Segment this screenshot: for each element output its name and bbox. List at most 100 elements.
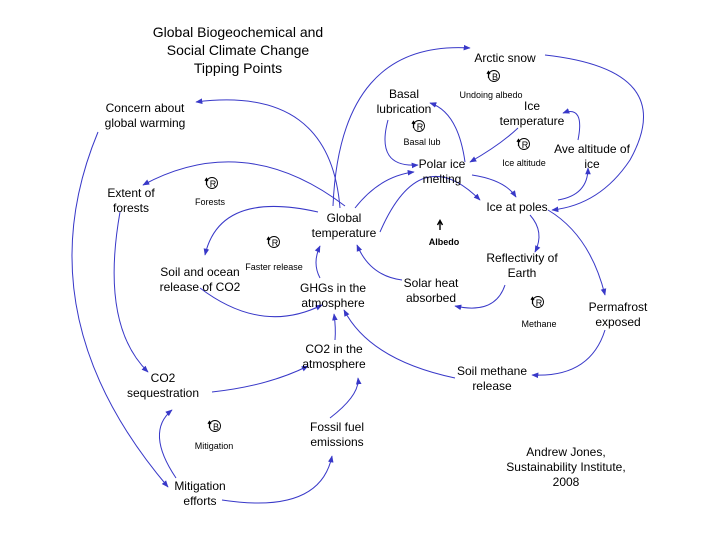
diagram-title: Global Biogeochemical and Social Climate… (153, 24, 323, 76)
link-globaltemp-to-iceatpoles-lower (379, 175, 481, 233)
link-reflectivity-to-solar (454, 284, 506, 311)
node-mitigation-efforts: Mitigation efforts (174, 479, 225, 508)
link-iceatpoles-to-permafrost (547, 209, 607, 296)
loop-ice-altitude: R Ice altitude (502, 137, 546, 168)
svg-text:Ice altitude: Ice altitude (502, 158, 546, 168)
link-polarice-to-basal (429, 102, 466, 163)
loop-faster-release: R Faster release (245, 235, 303, 272)
svg-text:melting: melting (423, 172, 462, 186)
loop-markers: B Undoing albedo R Basal lub R Ice altit… (195, 69, 557, 451)
svg-text:temperature: temperature (312, 226, 377, 240)
loop-undoing-albedo: B Undoing albedo (459, 69, 523, 100)
svg-text:Concern about: Concern about (106, 101, 185, 115)
node-reflectivity-of-earth: Reflectivity of Earth (486, 251, 558, 280)
svg-text:CO2 in the: CO2 in the (305, 342, 363, 356)
node-arctic-snow: Arctic snow (474, 51, 536, 65)
svg-text:Mitigation: Mitigation (174, 479, 225, 493)
svg-text:Polar ice: Polar ice (419, 157, 466, 171)
node-extent-of-forests: Extent of forests (107, 186, 155, 215)
svg-text:Undoing albedo: Undoing albedo (459, 90, 522, 100)
node-fossil-fuel-emissions: Fossil fuel emissions (310, 420, 364, 449)
link-globaltemp-to-forests (142, 161, 346, 207)
svg-text:absorbed: absorbed (406, 291, 456, 305)
svg-text:Global: Global (327, 211, 362, 225)
svg-text:R: R (210, 179, 217, 189)
svg-text:efforts: efforts (183, 494, 216, 508)
svg-text:ice: ice (584, 157, 600, 171)
link-arcticsnow-to-iceatpoles (544, 54, 645, 213)
svg-text:R: R (536, 298, 543, 308)
link-soilocean-to-ghgs (199, 287, 323, 318)
link-permafrost-to-soilmethane (531, 329, 606, 379)
link-soilmethane-to-ghgs (343, 309, 456, 379)
node-ice-temperature: Ice temperature (500, 99, 565, 128)
causal-links (71, 44, 645, 504)
link-concern-to-mitigation (71, 131, 169, 488)
svg-text:Albedo: Albedo (429, 237, 460, 247)
node-co2-in-atmosphere: CO2 in the atmosphere (302, 342, 366, 371)
node-solar-heat-absorbed: Solar heat absorbed (404, 276, 459, 305)
link-globaltemp-to-arcticsnow (332, 44, 471, 207)
svg-text:Basal lub: Basal lub (403, 137, 440, 147)
svg-text:R: R (522, 140, 529, 150)
svg-text:Forests: Forests (195, 197, 226, 207)
svg-text:Arctic snow: Arctic snow (474, 51, 536, 65)
link-co2seq-to-co2 (211, 365, 309, 393)
node-ghgs-in-atmosphere: GHGs in the atmosphere (300, 281, 366, 310)
svg-text:Ice: Ice (524, 99, 540, 113)
node-ave-altitude-of-ice: Ave altitude of ice (554, 142, 630, 171)
loop-albedo: Albedo (429, 219, 460, 247)
svg-text:R: R (417, 122, 424, 132)
svg-text:Ice at poles: Ice at poles (486, 200, 547, 214)
node-global-temperature: Global temperature (312, 211, 377, 240)
svg-text:Methane: Methane (521, 319, 556, 329)
svg-text:B: B (492, 72, 498, 82)
svg-text:2008: 2008 (553, 475, 580, 489)
link-aveice-to-icetemp (562, 108, 581, 141)
svg-text:Global Biogeochemical and: Global Biogeochemical and (153, 24, 323, 40)
svg-text:Soil methane: Soil methane (457, 364, 527, 378)
loop-methane: R Methane (521, 295, 557, 329)
svg-text:Permafrost: Permafrost (589, 300, 648, 314)
link-fossil-to-co2 (329, 377, 362, 419)
svg-text:atmosphere: atmosphere (301, 296, 365, 310)
svg-text:emissions: emissions (310, 435, 363, 449)
svg-text:Extent of: Extent of (107, 186, 155, 200)
svg-text:Social Climate Change: Social Climate Change (167, 42, 310, 58)
node-permafrost-exposed: Permafrost exposed (589, 300, 648, 329)
variable-nodes: Concern about global warming Extent of f… (105, 51, 648, 508)
svg-text:CO2: CO2 (151, 371, 176, 385)
svg-text:GHGs in the: GHGs in the (300, 281, 366, 295)
svg-text:Solar heat: Solar heat (404, 276, 459, 290)
link-iceatpoles-to-aveice (557, 167, 591, 201)
svg-text:B: B (213, 422, 219, 432)
loop-basal-lub: R Basal lub (403, 119, 441, 147)
loop-arrow-icon (436, 219, 444, 230)
svg-text:Fossil fuel: Fossil fuel (310, 420, 364, 434)
svg-text:Faster release: Faster release (245, 262, 303, 272)
node-ice-at-poles: Ice at poles (486, 200, 547, 214)
link-mitigation-to-fossil (221, 455, 334, 504)
node-soil-methane-release: Soil methane release (457, 364, 527, 393)
svg-text:Soil and ocean: Soil and ocean (160, 265, 239, 279)
link-basal-to-polarice (384, 119, 419, 169)
svg-text:release of CO2: release of CO2 (160, 280, 241, 294)
svg-text:Earth: Earth (508, 266, 537, 280)
svg-text:R: R (272, 238, 279, 248)
link-ghgs-to-globaltemp (314, 245, 321, 279)
author-credit: Andrew Jones, Sustainability Institute, … (506, 445, 625, 489)
link-solar-to-globaltemp (356, 244, 403, 281)
node-polar-ice-melting: Polar ice melting (419, 157, 466, 186)
link-globaltemp-to-soilocean (203, 205, 319, 256)
link-mitigation-to-co2seq (159, 409, 177, 479)
svg-text:forests: forests (113, 201, 149, 215)
svg-text:Andrew Jones,: Andrew Jones, (526, 445, 605, 459)
node-co2-sequestration: CO2 sequestration (127, 371, 199, 400)
link-co2-to-ghgs (332, 313, 338, 341)
link-globaltemp-to-polarice (354, 169, 415, 209)
svg-text:sequestration: sequestration (127, 386, 199, 400)
svg-text:Basal: Basal (389, 87, 419, 101)
svg-text:Tipping Points: Tipping Points (194, 60, 282, 76)
